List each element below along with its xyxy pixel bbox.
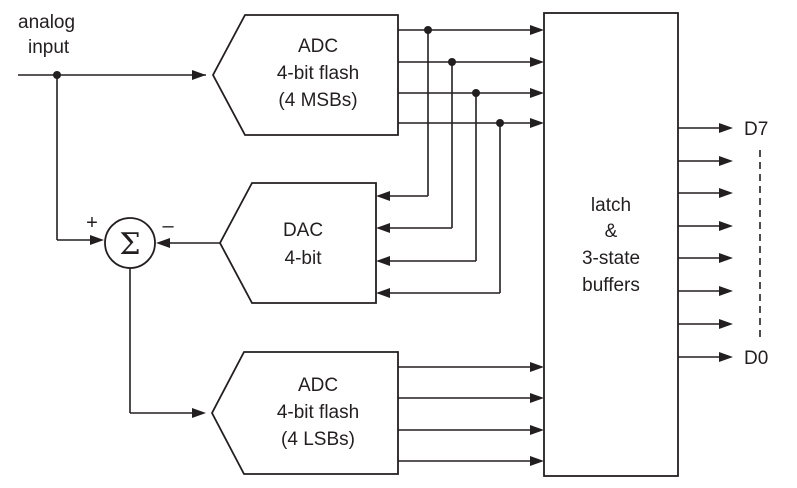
- adc-lsb-block: [210, 351, 399, 475]
- adc-lsb-label-3: (4 LSBs): [281, 429, 355, 450]
- dac-label-1: DAC: [283, 220, 323, 241]
- dac-to-summer-wire: [156, 238, 220, 248]
- msb-bus: [376, 25, 544, 298]
- latch-label-2: &: [605, 221, 618, 242]
- dac-block: [218, 182, 377, 304]
- output-bus: [678, 123, 761, 362]
- adc-msb-block: [211, 14, 399, 136]
- dac-label-2: 4-bit: [285, 248, 323, 269]
- residue-wire: [129, 268, 206, 418]
- latch-label-3: 3-state: [582, 248, 640, 269]
- latch-block: [543, 12, 679, 477]
- latch-label-1: latch: [591, 195, 631, 216]
- input-label-1: analog: [18, 12, 75, 33]
- adc-lsb-label-2: 4-bit flash: [277, 402, 359, 423]
- adc-msb-label-1: ADC: [298, 36, 338, 57]
- lsb-bus: [398, 362, 544, 466]
- output-d0-label: D0: [744, 348, 768, 369]
- analog-input-wire: [18, 70, 206, 245]
- plus-sign: +: [86, 212, 98, 234]
- adc-msb-label-2: 4-bit flash: [277, 63, 359, 84]
- adc-lsb-label-1: ADC: [298, 375, 338, 396]
- sigma-symbol: Σ: [119, 227, 140, 262]
- adc-msb-label-3: (4 MSBs): [278, 90, 357, 111]
- latch-label-4: buffers: [582, 275, 640, 296]
- input-label-2: input: [28, 37, 70, 58]
- minus-sign: –: [162, 215, 174, 237]
- output-d7-label: D7: [744, 119, 768, 140]
